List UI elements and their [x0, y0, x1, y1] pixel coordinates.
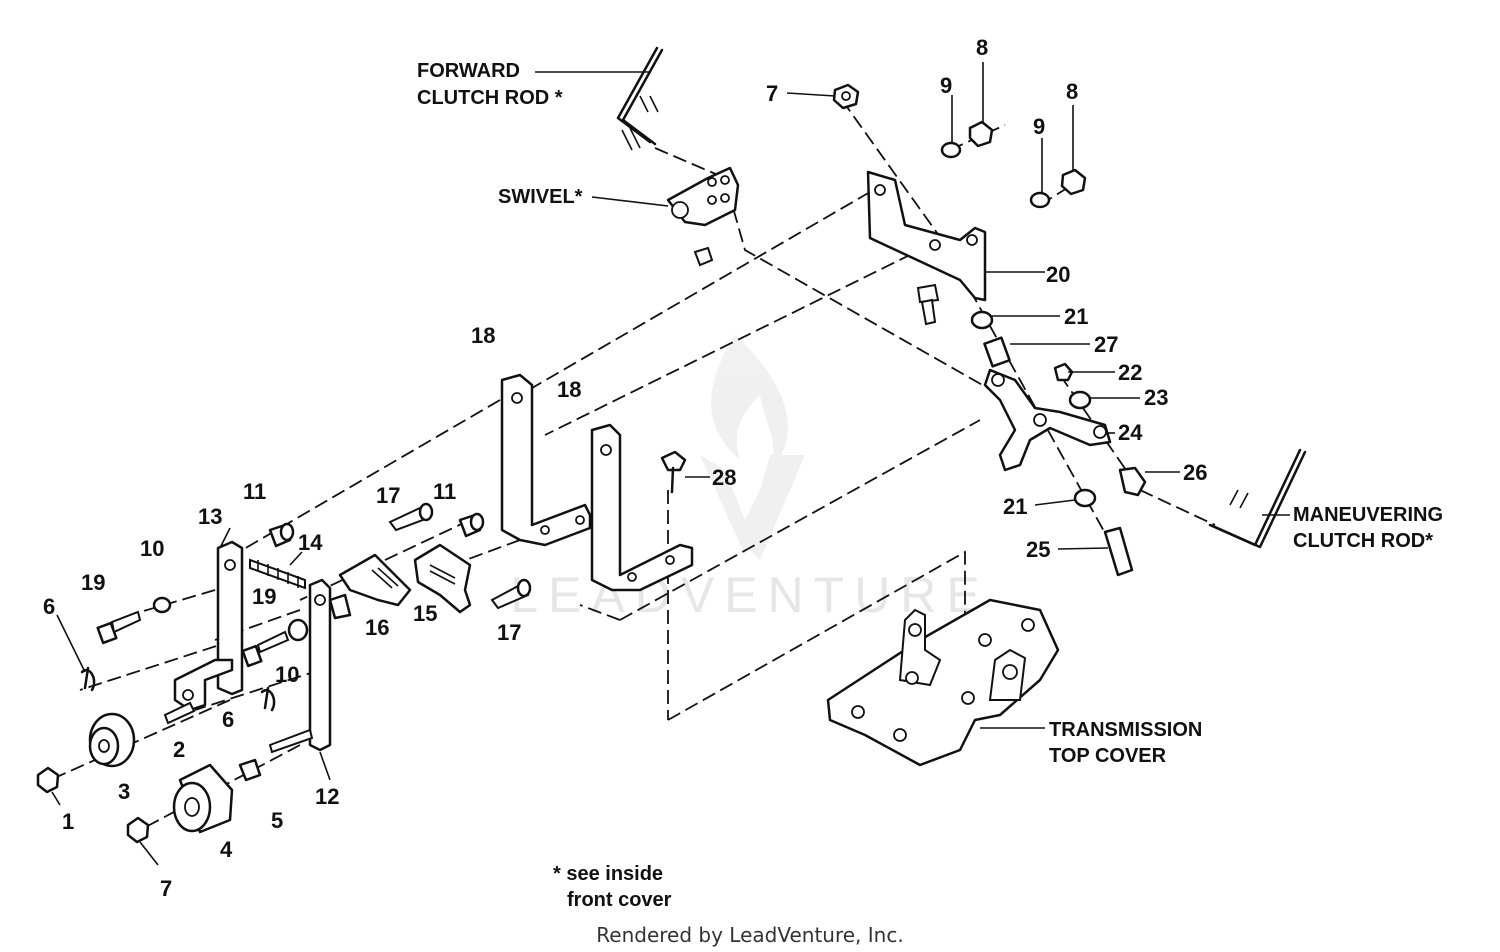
part-number-24: 24: [1118, 420, 1143, 445]
part-number-10-b: 10: [275, 662, 299, 687]
label-transmission-top-cover-2: TOP COVER: [1049, 745, 1167, 767]
part-number-21-b: 21: [1003, 494, 1027, 519]
bolt-19-b: [241, 630, 290, 668]
washer-10-b: [287, 618, 309, 642]
part-number-15: 15: [413, 601, 437, 626]
nut-7-b: [126, 816, 150, 844]
part-number-7-a: 7: [766, 81, 778, 106]
forward-clutch-rod: [616, 46, 664, 151]
part-number-12: 12: [315, 784, 339, 809]
part-number-17-b: 17: [497, 620, 521, 645]
maneuvering-clutch-rod: [1208, 448, 1307, 549]
bracket-18-b: [590, 423, 694, 592]
part-number-9-a: 9: [940, 73, 952, 98]
bellcrank-assembly: [916, 283, 1147, 577]
nut-1: [36, 766, 60, 794]
part-number-7-b: 7: [160, 876, 172, 901]
bracket-20: [866, 170, 987, 302]
part-number-6-b: 6: [222, 707, 234, 732]
footnote-line-2: front cover: [567, 889, 672, 911]
bracket-18-a: [500, 373, 592, 547]
plate-12: [308, 578, 352, 752]
leader-lines: [51, 62, 1290, 866]
label-maneuvering-clutch-rod-2: CLUTCH ROD*: [1293, 530, 1433, 552]
label-transmission-top-cover-1: TRANSMISSION: [1049, 719, 1202, 741]
part-number-11-a: 11: [243, 479, 266, 504]
part-number-17-a: 17: [376, 483, 400, 508]
part-number-25: 25: [1026, 537, 1050, 562]
part-number-5: 5: [271, 808, 283, 833]
part-number-18-b: 18: [557, 377, 581, 402]
part-number-13: 13: [198, 504, 222, 529]
part-number-19-a: 19: [81, 570, 105, 595]
label-maneuvering-clutch-rod-1: MANEUVERING: [1293, 504, 1443, 526]
part-number-8-a: 8: [976, 35, 988, 60]
part-number-21-a: 21: [1064, 304, 1088, 329]
bolt-17-b: [490, 578, 532, 610]
part-number-26: 26: [1183, 460, 1207, 485]
pulley-3: [88, 712, 136, 768]
part-number-20: 20: [1046, 262, 1070, 287]
plate-13: [173, 540, 244, 712]
part-number-18-a: 18: [471, 323, 495, 348]
spacer-11-b: [458, 512, 485, 538]
part-number-23: 23: [1144, 385, 1168, 410]
watermark-logo: [700, 335, 805, 560]
part-number-27: 27: [1094, 332, 1118, 357]
transmission-top-cover: [826, 598, 1060, 767]
part-number-4: 4: [220, 837, 233, 862]
bolt-2: [163, 701, 196, 725]
part-number-1: 1: [62, 809, 74, 834]
part-number-16: 16: [365, 615, 389, 640]
label-forward-clutch-rod-2: CLUTCH ROD *: [417, 87, 563, 109]
spacer-11-a: [268, 522, 295, 548]
hardware-top-right: [832, 83, 1087, 209]
bracket-15: [413, 543, 472, 614]
spring-14: [249, 558, 306, 590]
part-number-6-a: 6: [43, 594, 55, 619]
idler-4: [172, 763, 234, 834]
part-number-19-b: 19: [252, 584, 276, 609]
part-number-2: 2: [173, 737, 185, 762]
spacer-5: [238, 758, 262, 782]
part-number-3: 3: [118, 779, 130, 804]
part-number-28: 28: [712, 465, 736, 490]
watermark-text: LEADVENTURE: [510, 567, 990, 623]
washer-10-a: [152, 596, 172, 614]
footnote-line-1: * see inside: [553, 863, 663, 885]
rendered-by-credit: Rendered by LeadVenture, Inc.: [596, 923, 903, 947]
part-number-10-a: 10: [140, 536, 164, 561]
part-number-9-b: 9: [1033, 114, 1045, 139]
label-forward-clutch-rod-1: FORWARD: [417, 60, 520, 82]
part-number-14: 14: [298, 530, 323, 555]
part-number-22: 22: [1118, 360, 1142, 385]
part-number-8-b: 8: [1066, 79, 1078, 104]
cotter-pin-6-b: [260, 686, 276, 712]
bolt-28: [660, 450, 687, 494]
bolt-19-a: [96, 610, 142, 645]
bolt-17-a: [388, 502, 434, 532]
part-number-11-b: 11: [433, 479, 456, 504]
label-swivel: SWIVEL*: [498, 186, 583, 208]
bracket-16: [338, 553, 412, 607]
swivel: [666, 166, 740, 267]
stud-5: [268, 728, 314, 754]
